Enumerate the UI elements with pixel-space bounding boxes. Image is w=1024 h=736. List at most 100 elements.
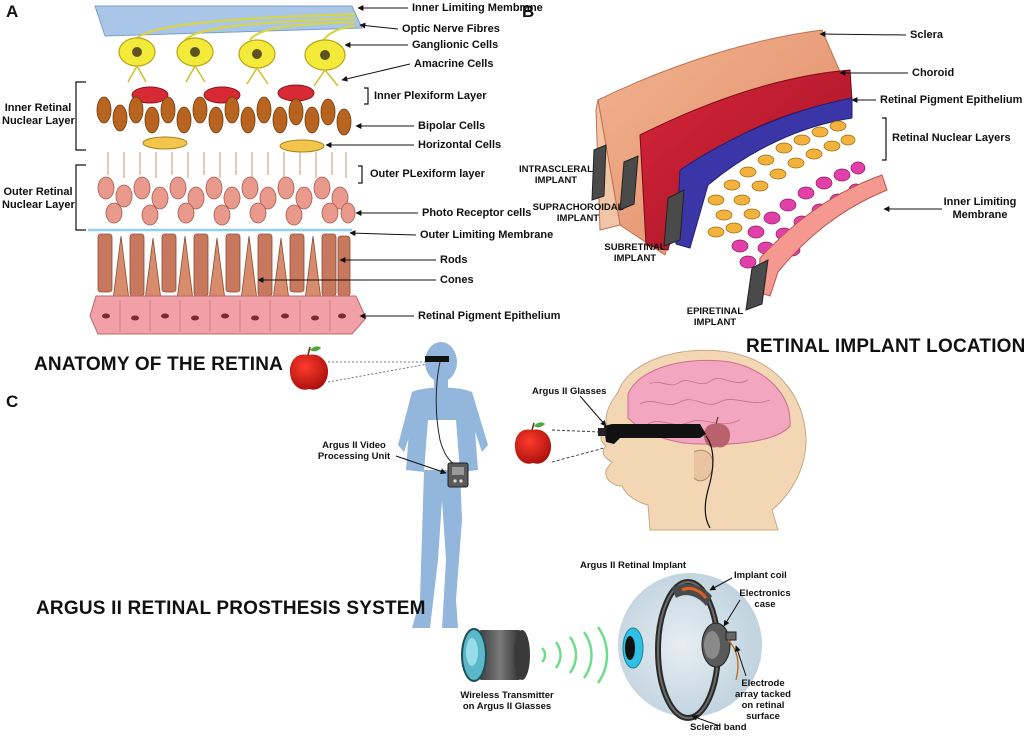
epiretinal-implant [745, 259, 769, 311]
label-retinal-pigment-epithelium: Retinal Pigment Epithelium [418, 310, 561, 322]
label-optic-nerve-fibres: Optic Nerve Fibres [402, 23, 500, 35]
label-ganglionic-cells: Ganglionic Cells [412, 39, 499, 51]
optic-nerve-fibres [134, 12, 356, 43]
wireless-signal-waves [541, 626, 609, 684]
label-vpu-line1: Argus II Video [322, 440, 386, 451]
argus-system-illustration [289, 342, 807, 727]
label-implant-coil: Implant coil [734, 570, 787, 581]
label-bipolar-cells: Bipolar Cells [418, 120, 486, 132]
label-amacrine-cells: Amacrine Cells [414, 58, 494, 70]
rpe-layer [675, 97, 853, 249]
label-outer-limiting-membrane: Outer Limiting Membrane [420, 229, 554, 241]
label-outer-retinal-nuclear-layer: Outer Retinal Nuclear Layer [2, 186, 75, 212]
label-argus-glasses: Argus II Glasses [532, 386, 607, 397]
apple-left [289, 346, 329, 390]
retina-illustration [75, 5, 436, 335]
label-electrode-line3: on retinal [741, 700, 785, 711]
label-suprachoroidal-implant: SUPRACHOROIDAL IMPLANT [530, 202, 626, 224]
label-wireless-line1: Wireless Transmitter [460, 690, 554, 701]
label-photo-receptor-cells: Photo Receptor cells [422, 207, 532, 219]
label-suprachoroidal-line2: IMPLANT [556, 213, 600, 224]
nuclear-layer-yellow [707, 120, 856, 238]
implant-locations-illustration [591, 29, 942, 311]
head-profile [600, 349, 807, 531]
label-epiretinal-line2: IMPLANT [693, 317, 737, 328]
label-electrode-array: Electrode array tacked on retinal surfac… [730, 678, 796, 722]
label-vpu-line2: Processing Unit [317, 451, 391, 462]
panel-c-letter: C [6, 392, 19, 411]
label-inner-retinal-nuclear-layer: Inner Retinal Nuclear Layer [2, 102, 75, 128]
person-cable [435, 361, 457, 466]
label-epiretinal-line1: EPIRETINAL [686, 306, 744, 317]
label-electronics-case: Electronics case [730, 588, 800, 610]
photoreceptor-cells [97, 176, 356, 226]
label-argus-retinal-implant: Argus II Retinal Implant [580, 560, 687, 571]
label-outer-retinal-line1: Outer Retinal [3, 186, 73, 198]
person-glasses [425, 356, 449, 362]
label-outer-plexiform-layer: Outer PLexiform layer [370, 168, 485, 180]
suprachoroidal-implant [619, 155, 639, 211]
rods-and-cones [97, 233, 351, 301]
label-intrascleral-line1: INTRASCLERAL [519, 164, 593, 175]
panel-b-title: RETINAL IMPLANT LOCATIONS [746, 336, 1024, 357]
label-video-processing-unit: Argus II Video Processing Unit [312, 440, 396, 462]
intrascleral-implant [591, 144, 607, 201]
ganglion-cells [118, 37, 346, 87]
label-electronics-line1: Electronics [739, 588, 791, 599]
label-electrode-line1: Electrode [741, 678, 785, 689]
label-sclera: Sclera [910, 29, 944, 41]
amacrine-cells [131, 84, 315, 104]
label-scleral-band: Scleral band [690, 722, 747, 733]
electrode-array-cable [727, 639, 739, 681]
label-horizontal-cells: Horizontal Cells [418, 139, 502, 151]
implant-coil-drawing [672, 583, 712, 606]
label-subretinal-implant: SUBRETINAL IMPLANT [600, 242, 670, 264]
label-wireless-line2: on Argus II Glasses [462, 701, 552, 712]
label-cones: Cones [440, 274, 474, 286]
retina-brackets [75, 81, 369, 231]
nuclear-layers-bracket [882, 117, 887, 161]
horizontal-cells [142, 136, 325, 153]
label-intrascleral-line2: IMPLANT [534, 175, 578, 186]
argus-glasses-drawing [598, 424, 706, 444]
label-epiretinal-implant: EPIRETINAL IMPLANT [680, 306, 750, 328]
label-choroid: Choroid [912, 67, 955, 79]
glasses-arrow [579, 395, 607, 427]
label-inner-retinal-line1: Inner Retinal [4, 102, 72, 114]
electronics-case-drawing [701, 622, 737, 668]
label-retinal-nuclear-layers: Retinal Nuclear Layers [892, 132, 1011, 144]
label-inner-plexiform-layer: Inner Plexiform Layer [374, 90, 487, 102]
glasses-cable [704, 435, 714, 529]
implant-plates [591, 144, 769, 311]
bipolar-cells [96, 96, 352, 136]
label-suprachoroidal-line1: SUPRACHOROIDAL [532, 202, 624, 213]
panel-c-arrows [691, 577, 747, 727]
vpu-arrow [395, 455, 447, 475]
apple-right [514, 422, 552, 464]
label-subretinal-line1: SUBRETINAL [604, 242, 666, 253]
panel-a-arrows [257, 5, 436, 319]
label-wireless-transmitter: Wireless Transmitter on Argus II Glasses [452, 690, 562, 712]
label-b-inner-limiting-membrane: Inner Limiting Membrane [940, 196, 1020, 222]
label-b-retinal-pigment-epithelium: Retinal Pigment Epithelium [880, 94, 1023, 106]
label-b-ilm-line2: Membrane [952, 209, 1008, 221]
panel-a-title: ANATOMY OF THE RETINA [34, 354, 284, 375]
label-b-ilm-line1: Inner Limiting [943, 196, 1017, 208]
panel-c-title: ARGUS II RETINAL PROSTHESIS SYSTEM [36, 598, 426, 619]
inner-limiting-membrane-band [757, 174, 888, 297]
person-silhouette [398, 342, 488, 628]
video-processing-unit [447, 462, 469, 488]
panel-a-letter: A [6, 2, 19, 21]
implant-eye-globe [618, 573, 762, 717]
label-electrode-line4: surface [746, 711, 780, 722]
retinal-pigment-epithelium-layer [89, 295, 367, 335]
sight-lines-left [327, 361, 429, 383]
label-inner-retinal-line2: Nuclear Layer [2, 115, 75, 127]
label-rods: Rods [440, 254, 468, 266]
panel-b-arrows [819, 31, 942, 212]
label-subretinal-line2: IMPLANT [613, 253, 657, 264]
subretinal-implant [663, 189, 685, 247]
wireless-transmitter-drawing [461, 628, 530, 682]
label-electronics-line2: case [754, 599, 776, 610]
